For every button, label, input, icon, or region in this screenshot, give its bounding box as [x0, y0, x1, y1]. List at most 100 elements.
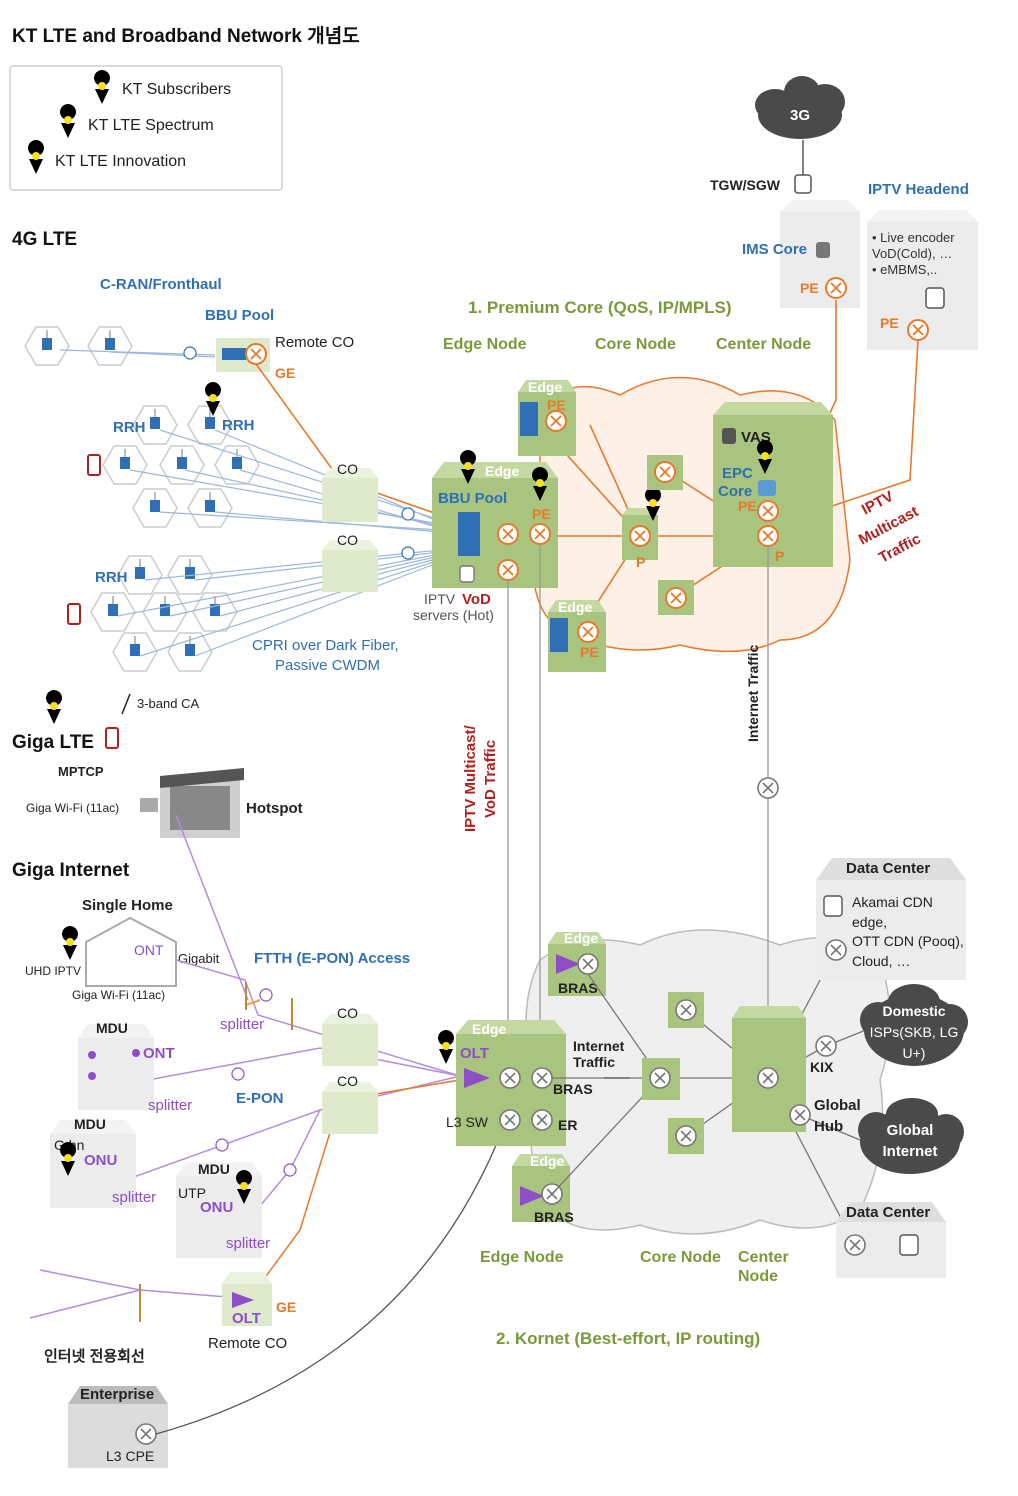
kn-core-router-icon — [649, 1067, 671, 1089]
phone-icon — [105, 727, 119, 749]
legend-spectrum: KT LTE Spectrum — [88, 117, 214, 134]
cpri-label-2: Passive CWDM — [275, 657, 380, 674]
cell-icon — [142, 592, 188, 632]
cell-icon — [192, 592, 238, 632]
ims-pe-label: PE — [800, 280, 819, 296]
cran-label: C-RAN/Fronthaul — [100, 276, 222, 293]
headend-line-2: VoD(Cold), … — [872, 246, 952, 261]
center-pe-router-icon — [757, 500, 779, 522]
legend-innovation: KT LTE Innovation — [55, 153, 186, 170]
p-label-1: P — [636, 554, 645, 570]
p-router-icon — [629, 525, 651, 547]
kn-olt-icon — [464, 1068, 490, 1088]
bbu-pool-label: BBU Pool — [205, 307, 274, 324]
splitter-label-1: splitter — [220, 1016, 264, 1033]
cell-icon — [132, 488, 178, 528]
page-title: KT LTE and Broadband Network 개념도 — [12, 25, 360, 47]
onu-label-1: ONU — [84, 1152, 117, 1169]
headend-pe-label: PE — [880, 315, 899, 331]
pc-edge-label-2: Edge — [558, 599, 592, 615]
server-rack-icon — [550, 618, 568, 652]
cell-icon — [90, 592, 136, 632]
kix-router-icon — [815, 1035, 837, 1057]
ge-label: GE — [275, 365, 295, 381]
vas-db-icon — [722, 428, 736, 444]
mdu-label-3: MDU — [198, 1161, 230, 1177]
co-label-3: CO — [337, 1005, 358, 1021]
cell-icon — [102, 445, 148, 485]
giga-wifi-label: Giga Wi-Fi (11ac) — [26, 801, 119, 815]
splitter-label-2: splitter — [148, 1097, 192, 1114]
headend-line-3: • eMBMS,.. — [872, 262, 937, 277]
three-band-label: 3-band CA — [137, 696, 199, 711]
kix-label: KIX — [810, 1059, 834, 1075]
cell-icon — [112, 632, 158, 672]
bbu-icon — [222, 348, 246, 360]
bras-router-icon — [577, 953, 599, 975]
wifi-ap-icon — [140, 798, 158, 812]
ftth-label: FTTH (E-PON) Access — [254, 950, 410, 967]
headend-server-icon — [925, 287, 945, 309]
gigabit-label: Gigabit — [178, 951, 220, 966]
domestic-isp-cloud: Domestic ISPs(SKB, LG U+) — [860, 984, 968, 1066]
cell-icon — [187, 488, 233, 528]
global-hub-router-icon — [789, 1104, 811, 1126]
mdu-label-1: MDU — [96, 1020, 128, 1036]
cloud-3g: 3G — [755, 76, 845, 139]
kn-l3sw-icon — [499, 1109, 521, 1131]
core-router-icon — [665, 587, 687, 609]
center-pe-label: PE — [738, 498, 757, 514]
legend-box — [9, 65, 283, 191]
epc-label-2: Core — [718, 483, 752, 500]
l3cpe-label: L3 CPE — [106, 1448, 154, 1464]
server-rack-icon — [520, 402, 538, 436]
ge-label-remote: GE — [276, 1299, 296, 1315]
dc1-line-3: OTT CDN (Pooq), — [852, 933, 964, 949]
pe-router-icon — [577, 621, 599, 643]
kn-edge-label-1: Edge — [564, 930, 598, 946]
iptv-prefix-label: IPTV — [424, 591, 456, 607]
internet-router-icon — [757, 777, 779, 799]
kn-center-node-label-1: Center — [738, 1249, 789, 1266]
hotspot-icon — [160, 768, 244, 838]
domestic-line-1: Domestic — [882, 1003, 945, 1019]
kn-router-icon — [531, 1067, 553, 1089]
cloud-3g-label: 3G — [790, 107, 810, 124]
center-p-router-icon — [757, 525, 779, 547]
dc2-title: Data Center — [846, 1204, 930, 1221]
global-line-2: Internet — [882, 1143, 937, 1160]
kornet-title: 2. Kornet (Best-effort, IP routing) — [496, 1329, 760, 1348]
l3sw-label: L3 SW — [446, 1114, 489, 1130]
pc-center-node-label: Center Node — [716, 336, 811, 353]
vod-db-icon — [459, 565, 475, 583]
co-label-2: CO — [337, 532, 358, 548]
cell-icon — [159, 445, 205, 485]
pc-bbu-pool-label: BBU Pool — [438, 490, 507, 507]
dc1-title: Data Center — [846, 860, 930, 877]
iptv-headend-label: IPTV Headend — [868, 181, 969, 198]
premium-core-title: 1. Premium Core (QoS, IP/MPLS) — [468, 298, 732, 317]
ims-db-icon — [816, 242, 830, 258]
home-wifi-label: Giga Wi-Fi (11ac) — [72, 988, 165, 1002]
ims-pe-router-icon — [825, 277, 847, 299]
kn-er-icon — [531, 1109, 553, 1131]
tgw-label: TGW/SGW — [710, 177, 781, 193]
co-label-1: CO — [337, 461, 358, 477]
onu-label-2: ONU — [200, 1199, 233, 1216]
section-giga-internet: Giga Internet — [12, 860, 130, 881]
edge-pe-router-icon — [497, 523, 519, 545]
global-line-1: Global — [887, 1122, 934, 1139]
pc-pe-label-1: PE — [547, 397, 566, 413]
kn-center-router-icon — [757, 1067, 779, 1089]
ims-core-label: IMS Core — [742, 241, 807, 258]
core-router-icon — [654, 461, 676, 483]
epc-db-icon — [758, 480, 776, 496]
kn-internet-label-2: Traffic — [573, 1054, 615, 1070]
enterprise-label: Enterprise — [80, 1386, 154, 1403]
epon-label: E-PON — [236, 1090, 284, 1107]
dc2-router-icon — [844, 1234, 866, 1256]
pc-edge-node-label: Edge Node — [443, 336, 527, 353]
internet-traffic-label: Internet Traffic — [745, 645, 761, 742]
kn-core-node-label: Core Node — [640, 1249, 721, 1266]
kn-core-router-icon — [675, 1125, 697, 1147]
